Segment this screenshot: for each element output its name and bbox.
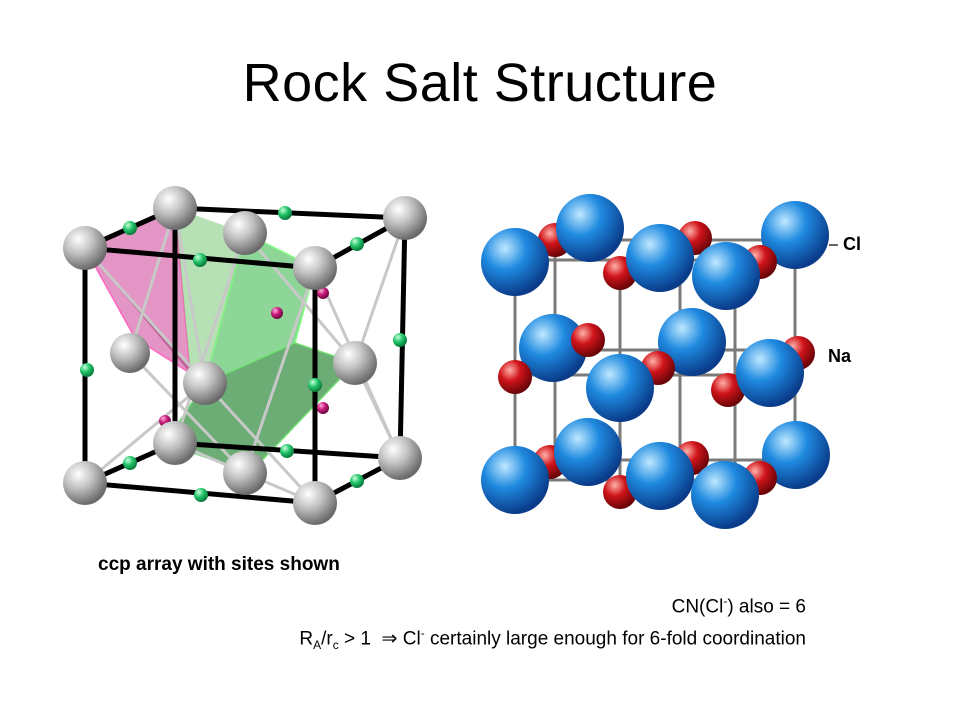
cl-ion bbox=[481, 228, 549, 296]
cl-ion bbox=[481, 446, 549, 514]
radius-ratio-text: RA/rc > 1 ⇒ Cl- certainly large enough f… bbox=[299, 626, 806, 653]
cl-ion bbox=[519, 314, 587, 382]
octahedron-face bbox=[175, 208, 245, 383]
ccp-caption: ccp array with sites shown bbox=[98, 554, 340, 575]
octahedral-sites bbox=[80, 206, 407, 502]
cl-ion bbox=[691, 461, 759, 529]
cl-ion bbox=[586, 354, 654, 422]
cl-ion bbox=[556, 194, 624, 262]
cl-ion bbox=[626, 442, 694, 510]
na-label: Na bbox=[828, 346, 852, 366]
cl-ion bbox=[762, 421, 830, 489]
tetrahedral-sites bbox=[159, 287, 329, 427]
cl-label: Cl bbox=[843, 234, 861, 254]
cl-ion bbox=[692, 242, 760, 310]
coordination-number-text: CN(Cl-) also = 6 bbox=[671, 594, 806, 618]
rock-salt-lattice-diagram bbox=[481, 194, 838, 529]
cl-ion bbox=[761, 201, 829, 269]
slide-title: Rock Salt Structure bbox=[242, 53, 718, 113]
implies-arrow-icon: ⇒ bbox=[381, 628, 398, 650]
cl-ion bbox=[554, 418, 622, 486]
na-ion bbox=[498, 360, 532, 394]
na-ion bbox=[711, 373, 745, 407]
ccp-array-diagram bbox=[63, 186, 427, 525]
na-ion bbox=[571, 323, 605, 357]
lattice-atoms bbox=[63, 186, 427, 525]
cl-ion bbox=[658, 308, 726, 376]
cl-ion bbox=[736, 339, 804, 407]
cl-ion bbox=[626, 224, 694, 292]
